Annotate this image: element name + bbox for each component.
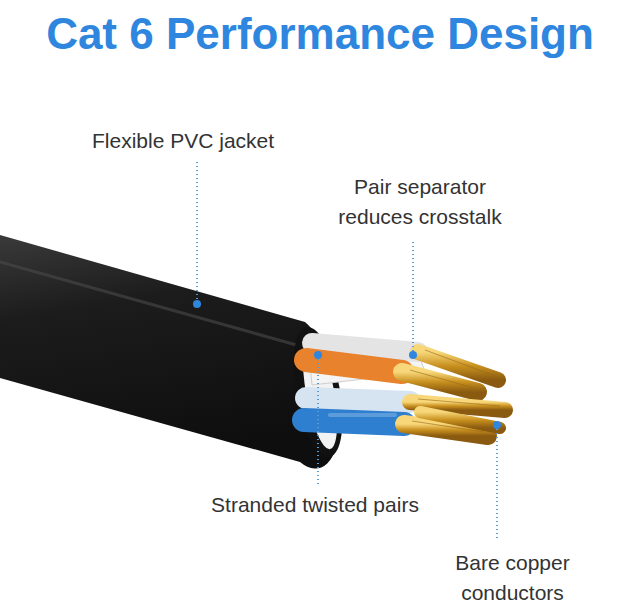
- white-blue-wire: [306, 398, 410, 402]
- leader-dot: [409, 351, 417, 359]
- part-label: Stranded twisted pairs: [190, 490, 440, 520]
- leader-dot: [193, 300, 201, 308]
- part-label: Pair separator reduces crosstalk: [322, 172, 518, 232]
- leader-line: [496, 425, 498, 540]
- jacket-highlight: [0, 262, 300, 346]
- cable-jacket: [0, 235, 340, 469]
- wire-highlight: [330, 413, 395, 417]
- title: Cat 6 Performance Design: [0, 6, 640, 62]
- copper-conductor: [420, 412, 500, 428]
- leader-dot: [314, 351, 322, 359]
- copper-conductor: [402, 372, 478, 392]
- part-label: Flexible PVC jacket: [92, 126, 302, 156]
- leader-line: [196, 162, 198, 302]
- leader-line: [412, 242, 414, 355]
- orange-wire: [306, 360, 402, 372]
- part-label: Bare copper conductors: [425, 548, 600, 608]
- leader-line: [317, 355, 319, 484]
- leader-dot: [493, 421, 501, 429]
